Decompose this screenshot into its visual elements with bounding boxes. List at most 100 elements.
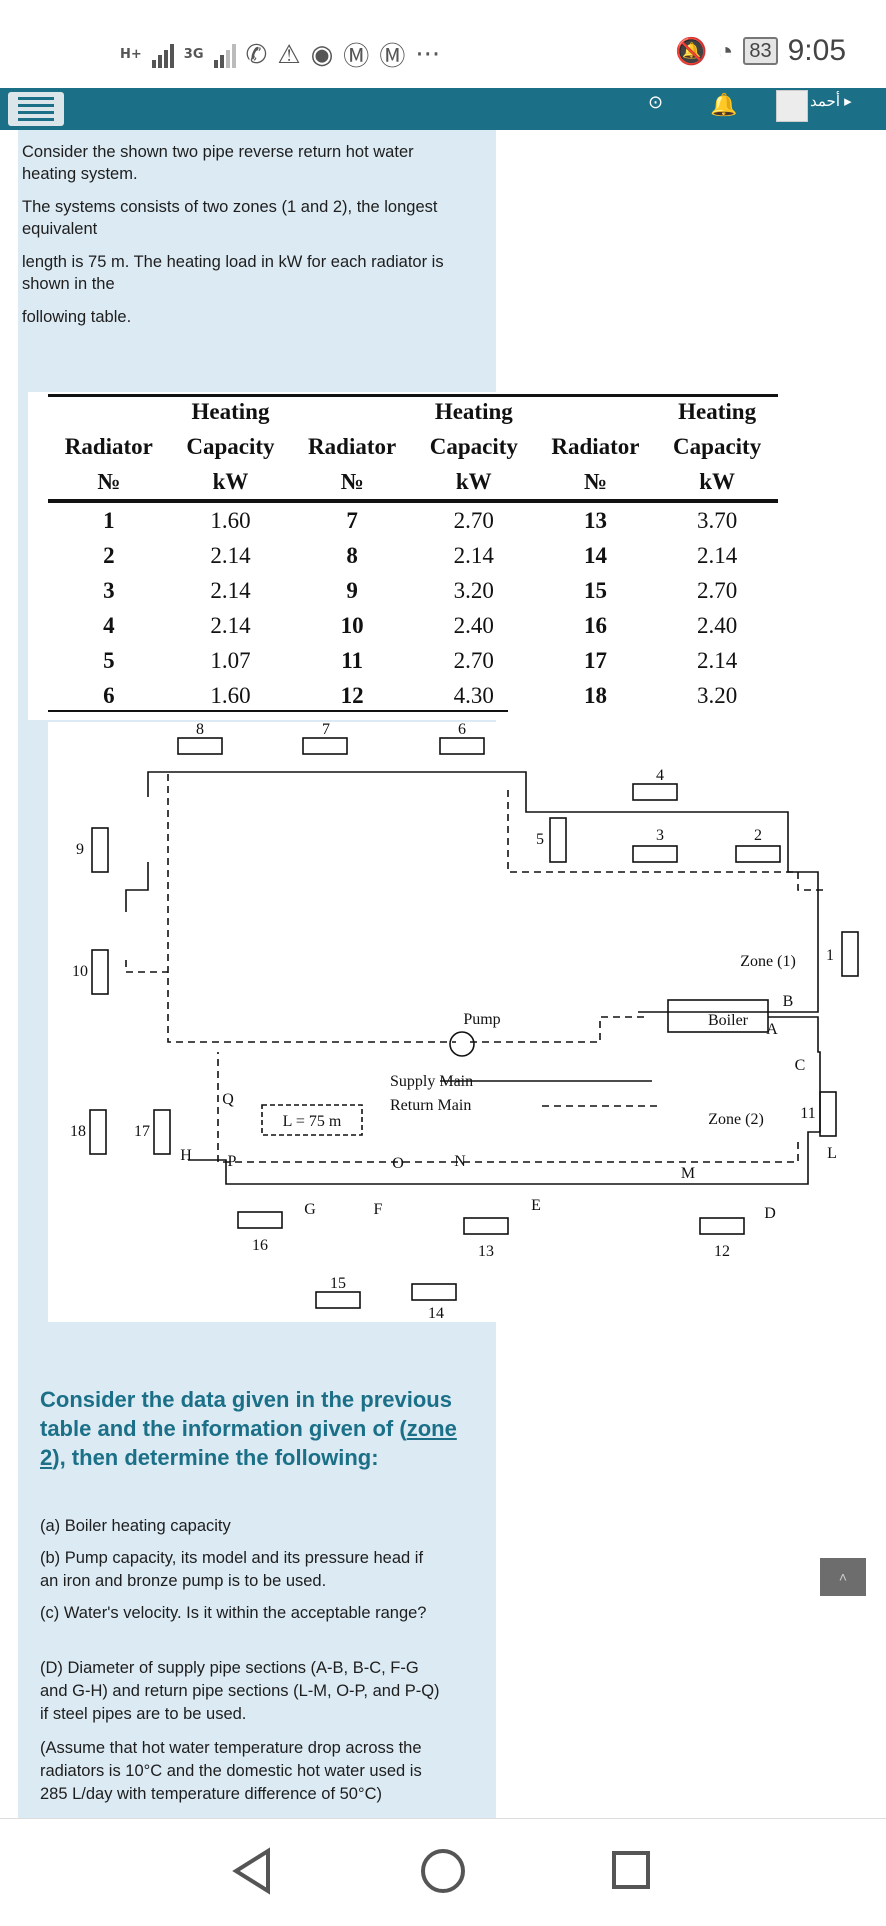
battery-icon: 83 [743,37,778,65]
radiator-7 [302,737,348,755]
table-cell: 5 [103,647,115,673]
radiator-label: 15 [330,1275,346,1292]
table-header: Heating [434,398,513,424]
zone2-supply-line [188,1016,821,1185]
point-label: H [180,1147,192,1164]
zone-2-link[interactable]: zone 2 [40,1416,457,1470]
triangle-back-icon[interactable] [232,1847,270,1895]
messenger-icon: ◉ [310,39,334,70]
question-heading: Consider the data given in the previous … [40,1385,460,1472]
signal-icon-2 [213,42,236,68]
system-nav-bar [0,1818,886,1921]
boiler-box [667,999,769,1033]
network-type-2: 3G [183,46,204,62]
piping-diagram: 8 7 6 4 3 2 5 1 9 10 18 17 11 16 13 12 1… [48,721,874,1322]
table-header [291,394,413,429]
settings-icon[interactable]: ⊙ [648,92,664,112]
radiator-label: 10 [72,963,88,980]
point-label: C [795,1057,806,1074]
zone1-return-line [167,774,456,1043]
radiator-label: 2 [754,827,762,844]
user-menu[interactable]: أحمد ▸ [810,93,852,110]
table-header: № [291,464,413,503]
intro-paragraph: The systems consists of two zones (1 and… [22,198,438,238]
table-cell: 9 [346,577,358,603]
app-top-bar [0,88,886,130]
table-header-row: Heating Heating Heating [48,394,778,429]
mute-icon: 🔕 [675,35,708,66]
point-label: F [374,1201,383,1218]
scroll-to-top-button[interactable]: ˄ [820,1558,866,1596]
status-right-icons: 🔕 ◔ 83 9:05 [675,34,846,68]
radiator-label: 16 [252,1237,268,1254]
radiator-capacity-table: Heating Heating Heating Radiator Capacit… [48,394,778,713]
table-cell: 15 [583,577,607,603]
radiator-label: 3 [656,827,664,844]
table-header: Heating [191,398,270,424]
avatar[interactable] [776,90,808,122]
table-header: Capacity [429,433,518,459]
network-type-1: H+ [120,46,142,62]
table-cell: 2.40 [697,612,738,638]
mail-icon: Ⓜ [343,42,370,72]
table-header: Capacity [673,433,762,459]
table-cell: 2.14 [210,612,251,638]
table-cell: 1.60 [210,682,251,708]
point-label: N [454,1153,466,1170]
table-header: Capacity [186,433,275,459]
table-cell: 4 [103,612,115,638]
table-cell: 3.20 [697,682,738,708]
question-item: (Assume that hot water temperature drop … [40,1739,422,1803]
table-top-rule [48,394,778,397]
table-bottom-rule [48,710,508,712]
user-name: أحمد [810,93,840,110]
table-cell: 1 [103,507,115,533]
table-header: kW [412,464,535,503]
question-heading-text: Consider the data given in the previous … [40,1387,452,1441]
radiator-label: 18 [70,1123,86,1140]
clock: 9:05 [787,34,846,67]
zone1-supply-line [147,771,819,1013]
radiator-label: 12 [714,1243,730,1260]
table-cell: 3.20 [453,577,494,603]
mail-icon-2: Ⓜ [379,42,406,72]
point-label: O [392,1155,404,1172]
table-header: Radiator [308,433,397,459]
boiler-label: Boiler [708,1012,749,1029]
supply-main-label: Supply Main [390,1073,473,1090]
question-item: (D) Diameter of supply pipe sections (A-… [40,1659,440,1723]
radiator-label: 4 [656,767,664,784]
intro-paragraph: Consider the shown two pipe reverse retu… [22,143,414,183]
return-main-label: Return Main [390,1097,471,1114]
table-cell: 2.14 [210,542,251,568]
piping-diagram-svg: 8 7 6 4 3 2 5 1 9 10 18 17 11 16 13 12 1… [70,721,859,1322]
hamburger-menu-icon[interactable] [8,92,64,126]
bell-icon[interactable]: 🔔 [710,92,738,117]
zone1-supply-line [125,862,149,912]
radiator-label: 13 [478,1243,494,1260]
table-cell: 4.30 [453,682,494,708]
question-heading-text: ), then determine the following: [52,1445,379,1470]
circle-home-icon[interactable] [421,1849,465,1893]
table-cell: 3 [103,577,115,603]
table-cell: 2.70 [697,577,738,603]
table-header: № [48,464,170,503]
status-bar: H+ 3G ✆ ⚠ ◉ Ⓜ Ⓜ ··· 🔕 ◔ 83 9:05 [0,0,886,88]
table-cell: 18 [583,682,607,708]
zone2-return-line [217,1052,799,1163]
point-label: E [531,1197,541,1214]
point-label: A [766,1021,778,1038]
square-recents-icon[interactable] [612,1851,650,1889]
table-cell: 13 [583,507,607,533]
table-cell: 2.14 [453,542,494,568]
radiator-13 [463,1217,509,1235]
radiator-6 [439,737,485,755]
point-label: Q [222,1091,234,1108]
nav-icons [232,1847,650,1895]
table-cell: 2.14 [697,647,738,673]
table-header-row: № kW № kW № kW [48,464,778,503]
table-header-row: Radiator Capacity Radiator Capacity Radi… [48,429,778,464]
signal-icon [151,42,174,68]
table-header: Radiator [551,433,640,459]
